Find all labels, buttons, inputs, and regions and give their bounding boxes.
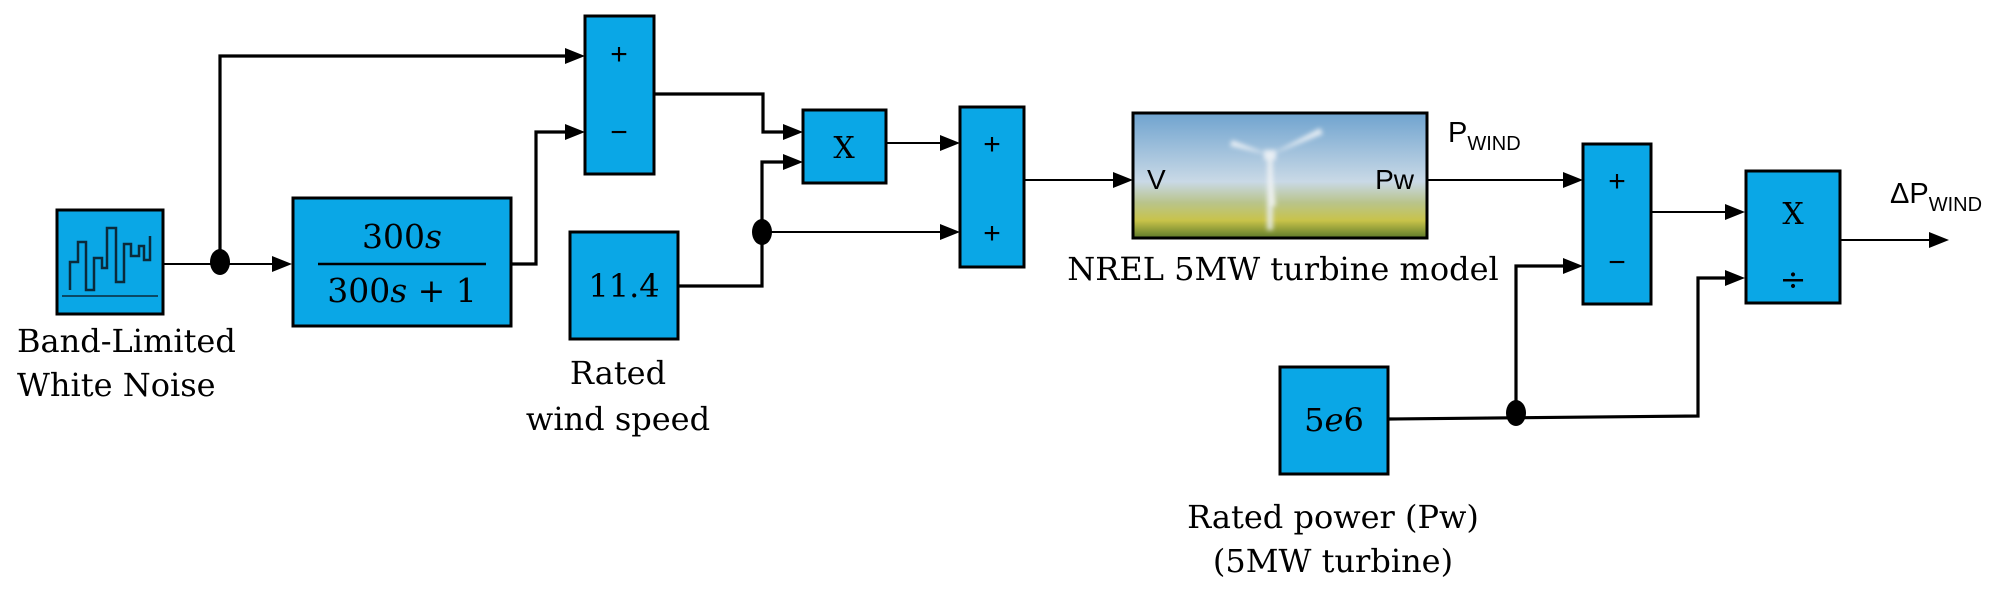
- divide-multiply-symbol: X: [1782, 197, 1804, 232]
- pwind-label: PWIND: [1448, 117, 1521, 155]
- sum3-minus-sign: −: [1608, 246, 1626, 279]
- sum2-bottom-plus-sign: +: [983, 217, 1001, 250]
- rated-wind-speed-block[interactable]: 11.4: [568, 230, 680, 341]
- turbine-model-block[interactable]: V Pw: [1131, 111, 1429, 240]
- wind-speed-caption-line2: wind speed: [526, 400, 710, 438]
- wind-turbine-icon: [1230, 128, 1323, 230]
- divide-block[interactable]: X ÷: [1744, 169, 1842, 305]
- filter-denominator: 300𝑠 + 1: [327, 271, 477, 310]
- delta-pwind-label-main: ΔP: [1890, 178, 1929, 210]
- rated-power-caption-line2: (5MW turbine): [1213, 542, 1453, 580]
- sum1-minus-sign: −: [610, 116, 628, 149]
- junction-dot-ratedpower: [1506, 400, 1526, 426]
- divide-symbol: ÷: [1780, 260, 1807, 298]
- noise-caption-line2: White Noise: [17, 366, 216, 404]
- noise-waveform-icon: [68, 226, 152, 292]
- wires: [163, 48, 1949, 421]
- sum2-top-plus-sign: +: [983, 128, 1001, 161]
- delta-pwind-label: ΔPWIND: [1890, 178, 1982, 216]
- rated-power-block[interactable]: 5𝑒6: [1278, 365, 1390, 476]
- junction-dot-windspeed: [752, 219, 772, 245]
- sum2-block[interactable]: + +: [958, 105, 1026, 269]
- sum3-plus-sign: +: [1608, 165, 1626, 198]
- sum1-plus-sign: +: [610, 38, 628, 71]
- pwind-label-sub: WIND: [1467, 133, 1520, 155]
- multiply1-symbol: X: [833, 131, 855, 166]
- turbine-input-port-label: V: [1147, 164, 1166, 195]
- rated-power-caption-line1: Rated power (Pw): [1187, 498, 1479, 536]
- sum3-block[interactable]: + −: [1581, 142, 1653, 306]
- junction-dot-noise: [210, 249, 230, 275]
- sum1-block[interactable]: + −: [583, 14, 656, 176]
- highpass-filter-block[interactable]: 300𝑠 300𝑠 + 1: [291, 196, 513, 328]
- turbine-caption: NREL 5MW turbine model: [1067, 250, 1499, 288]
- wind-speed-value: 11.4: [588, 267, 659, 305]
- delta-pwind-label-sub: WIND: [1929, 194, 1982, 216]
- pwind-label-main: P: [1448, 117, 1467, 149]
- noise-block[interactable]: [55, 208, 165, 316]
- multiply1-block[interactable]: X: [801, 108, 888, 185]
- wind-speed-caption-line1: Rated: [570, 354, 666, 392]
- turbine-output-port-label: Pw: [1375, 164, 1415, 195]
- rated-power-value: 5𝑒6: [1304, 401, 1364, 439]
- noise-caption-line1: Band-Limited: [17, 322, 236, 360]
- filter-numerator: 300𝑠: [362, 217, 442, 256]
